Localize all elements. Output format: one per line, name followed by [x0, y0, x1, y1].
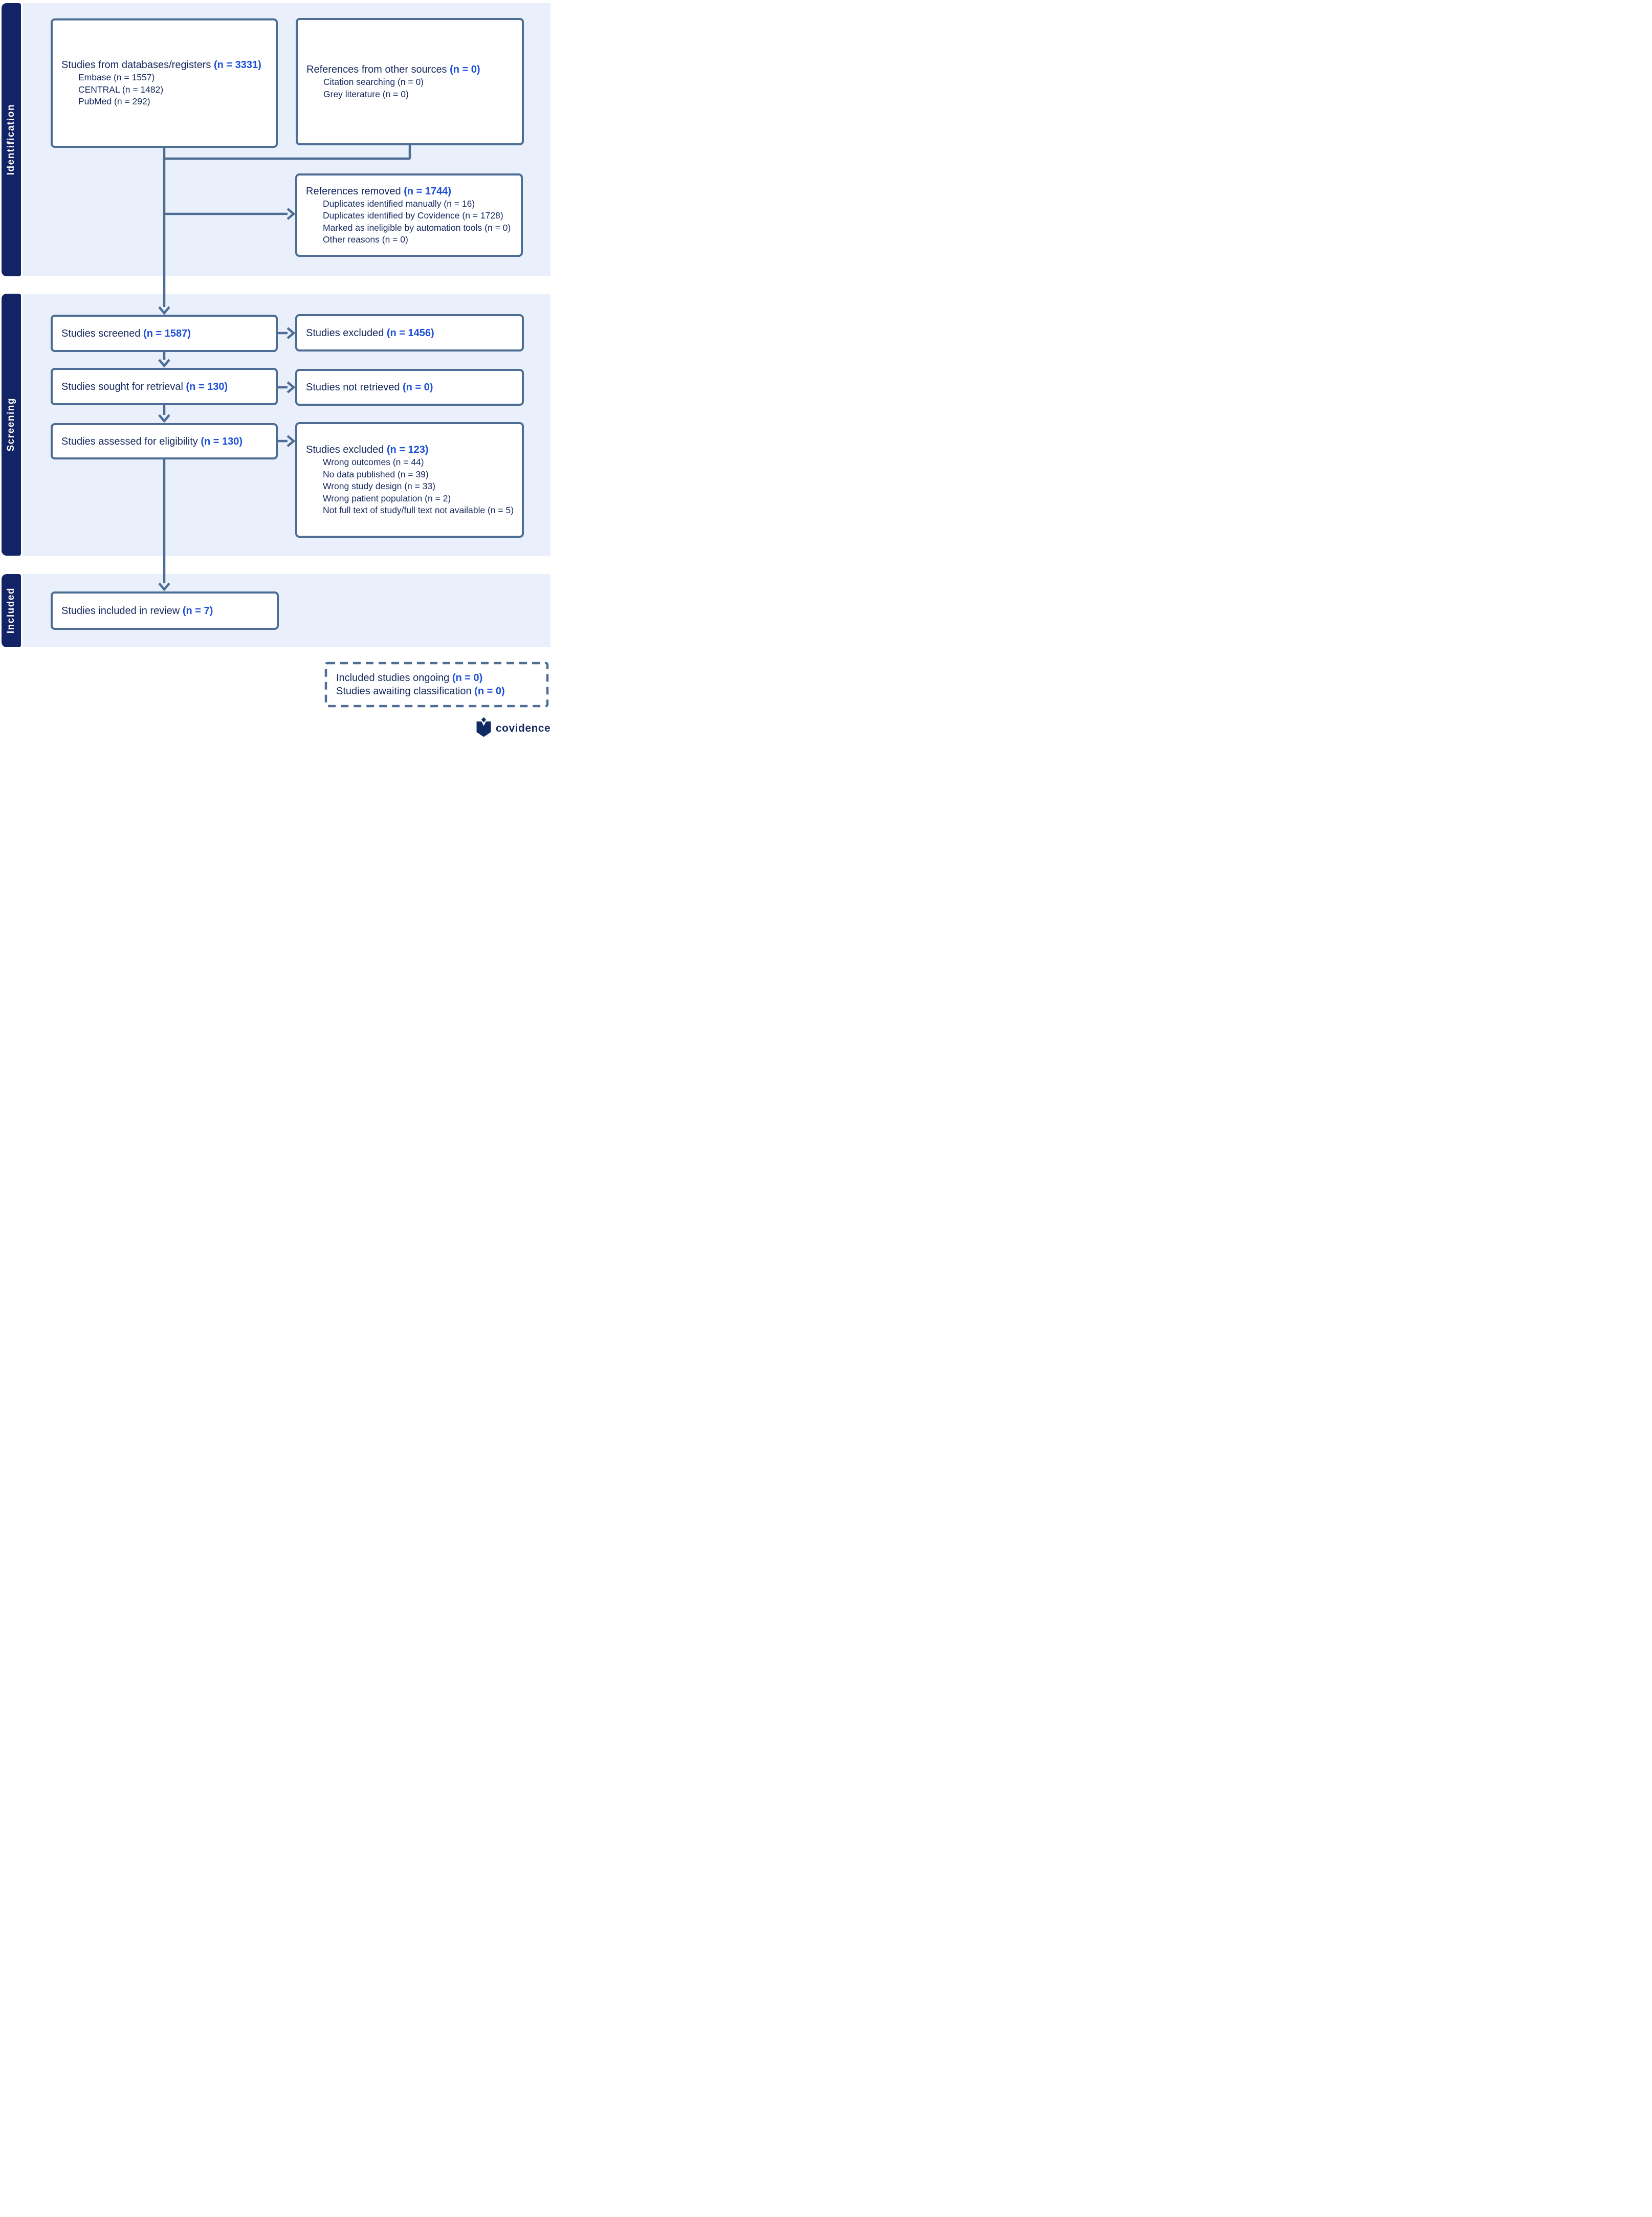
box-studies-screened: Studies screened (n = 1587): [51, 315, 278, 352]
awaiting-line: Studies awaiting classification (n = 0): [336, 685, 547, 698]
box-title: Studies not retrieved (n = 0): [306, 381, 516, 394]
title-count: (n = 130): [186, 381, 228, 392]
list-item: Other reasons (n = 0): [323, 234, 408, 245]
title-text: Studies not retrieved: [306, 382, 400, 393]
box-studies-included-review: Studies included in review (n = 7): [51, 591, 279, 630]
title-text: Studies from databases/registers: [61, 59, 211, 71]
title-count: (n = 1744): [404, 185, 452, 197]
box-studies-excluded-eligibility: Studies excluded (n = 123) Wrong outcome…: [295, 422, 524, 538]
covidence-logo-icon: [476, 717, 491, 737]
list-item: Embase (n = 1557): [78, 72, 155, 83]
title-count: (n = 3331): [213, 59, 261, 71]
stage-label-included: Included: [6, 587, 16, 634]
box-studies-from-databases: Studies from databases/registers (n = 33…: [51, 18, 278, 148]
title-text: Included studies ongoing: [336, 672, 450, 684]
box-title: Studies screened (n = 1587): [61, 327, 270, 340]
title-count: (n = 0): [450, 64, 480, 76]
stage-label-screening: Screening: [6, 398, 16, 452]
box-title: Studies sought for retrieval (n = 130): [61, 380, 270, 393]
box-title: Studies from databases/registers (n = 33…: [61, 58, 270, 72]
title-text: Studies assessed for eligibility: [61, 435, 198, 447]
stage-tab-screening: Screening: [2, 294, 21, 556]
title-text: Studies included in review: [61, 605, 180, 617]
box-studies-excluded-screening: Studies excluded (n = 1456): [295, 314, 524, 352]
list-item: Grey literature (n = 0): [323, 89, 409, 99]
title-count: (n = 0): [403, 382, 433, 393]
title-text: Studies sought for retrieval: [61, 381, 183, 392]
title-text: Studies screened: [61, 327, 141, 339]
title-text: Studies excluded: [306, 444, 384, 456]
title-text: References from other sources: [306, 64, 447, 76]
box-title: References removed (n = 1744): [306, 185, 515, 198]
box-title: Studies excluded (n = 1456): [306, 326, 516, 340]
title-count: (n = 7): [182, 605, 213, 617]
box-studies-assessed-eligibility: Studies assessed for eligibility (n = 13…: [51, 423, 278, 459]
list-item: Not full text of study/full text not ava…: [323, 505, 514, 516]
box-awaiting-classification: Included studies ongoing (n = 0) Studies…: [326, 663, 547, 706]
list-item: Marked as ineligible by automation tools…: [323, 222, 511, 233]
list-item: CENTRAL (n = 1482): [78, 84, 164, 95]
box-title: Studies assessed for eligibility (n = 13…: [61, 435, 270, 448]
box-references-removed: References removed (n = 1744) Duplicates…: [295, 173, 523, 257]
list-item: Wrong outcomes (n = 44): [323, 457, 424, 468]
list-item: PubMed (n = 292): [78, 96, 150, 107]
title-count: (n = 0): [474, 686, 505, 697]
list-item: Wrong patient population (n = 2): [323, 493, 451, 503]
list-item: No data published (n = 39): [323, 469, 429, 479]
stage-label-identification: Identification: [6, 104, 16, 175]
list-item: Wrong study design (n = 33): [323, 481, 436, 492]
awaiting-line: Included studies ongoing (n = 0): [336, 671, 547, 685]
box-studies-not-retrieved: Studies not retrieved (n = 0): [295, 369, 524, 406]
covidence-logo: covidence: [476, 715, 550, 739]
title-count: (n = 123): [386, 444, 429, 456]
list-item: Duplicates identified by Covidence (n = …: [323, 210, 503, 221]
list-item: Duplicates identified manually (n = 16): [323, 198, 475, 209]
box-title: Studies excluded (n = 123): [306, 443, 516, 456]
title-count: (n = 0): [452, 672, 483, 684]
title-count: (n = 130): [201, 435, 243, 447]
covidence-wordmark: covidence: [496, 722, 551, 734]
box-title: References from other sources (n = 0): [306, 63, 516, 76]
box-studies-sought-retrieval: Studies sought for retrieval (n = 130): [51, 368, 278, 405]
stage-tab-identification: Identification: [2, 3, 21, 276]
title-count: (n = 1587): [143, 327, 191, 339]
list-item: Citation searching (n = 0): [323, 77, 424, 87]
title-text: Studies excluded: [306, 327, 384, 339]
title-text: Studies awaiting classification: [336, 686, 472, 697]
box-references-other-sources: References from other sources (n = 0) Ci…: [296, 18, 524, 145]
title-count: (n = 1456): [386, 327, 434, 339]
box-title: Studies included in review (n = 7): [61, 604, 271, 618]
stage-tab-included: Included: [2, 574, 21, 647]
title-text: References removed: [306, 185, 401, 197]
